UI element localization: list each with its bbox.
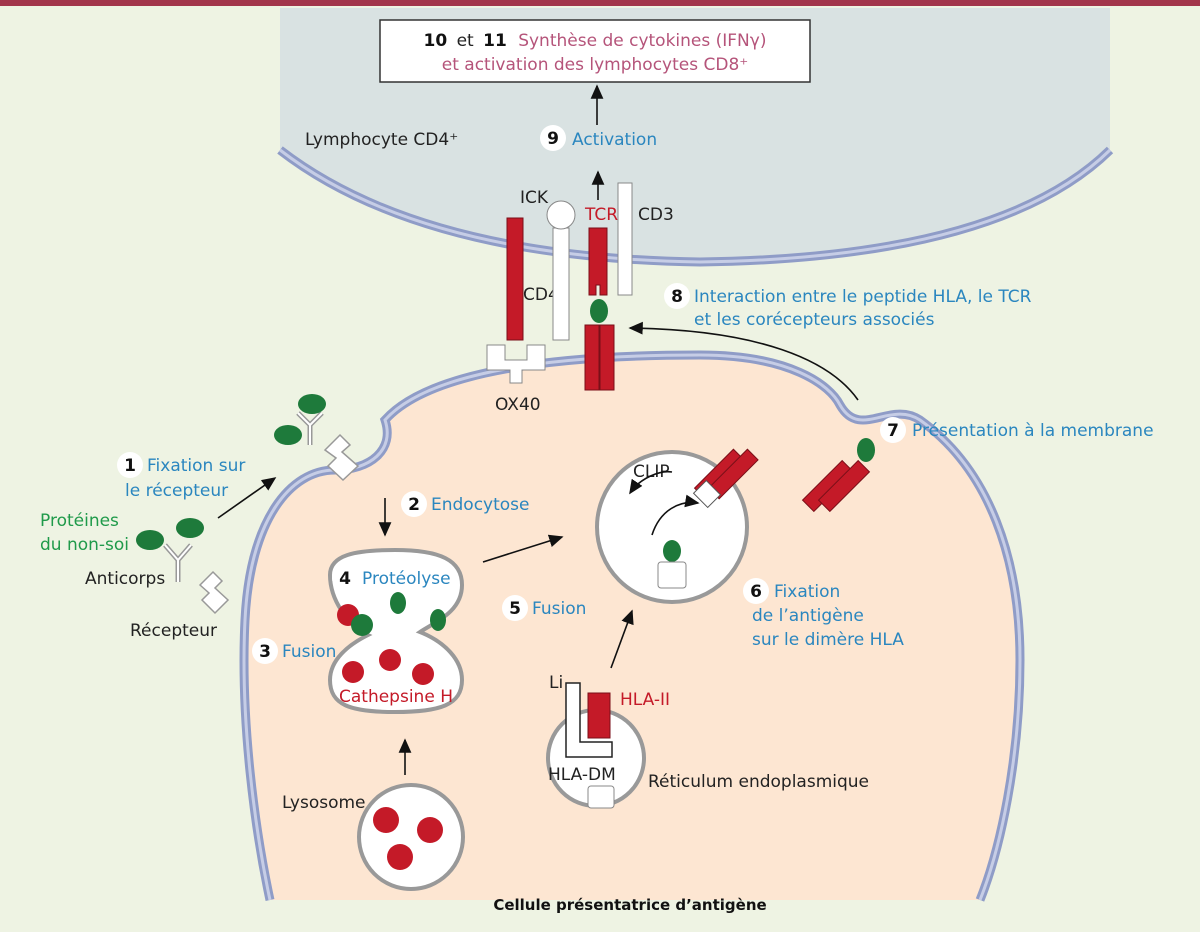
proteins-label-2: du non-soi — [40, 535, 129, 555]
ick-label: ICK — [520, 188, 549, 208]
cd4-label: CD4 — [523, 285, 559, 305]
step-4-number: 4 — [339, 569, 351, 589]
step-3-number: 3 — [259, 642, 271, 662]
cd3-molecule — [617, 182, 633, 296]
fix-antigen-label-2: de l’antigène — [752, 606, 864, 626]
step-6-number: 6 — [750, 582, 762, 602]
proteins-label-1: Protéines — [40, 511, 119, 531]
clip-label: CLIP — [633, 462, 670, 482]
proteolysis-label: Protéolyse — [362, 569, 451, 589]
step-7-number: 7 — [887, 421, 899, 441]
step-8-number: 8 — [671, 287, 683, 307]
ox40-label: OX40 — [495, 395, 541, 415]
fusion-3-label: Fusion — [282, 642, 336, 662]
cd4-cell-label: Lymphocyte CD4⁺ — [305, 130, 458, 150]
vesicle-hla-slot — [657, 561, 687, 589]
step-2-number: 2 — [408, 495, 420, 515]
ox40-molecule — [486, 344, 546, 384]
reticulum-label: Réticulum endoplasmique — [648, 772, 869, 792]
box-and: et — [457, 31, 474, 51]
interaction-label-1: Interaction entre le peptide HLA, le TCR — [694, 287, 1032, 307]
receptor-label: Récepteur — [130, 621, 217, 641]
presentation-arrow — [628, 321, 859, 401]
antibody-label: Anticorps — [85, 569, 165, 589]
li-molecule — [565, 682, 613, 758]
hla-dimer-left — [584, 324, 600, 391]
step-4-badge — [332, 565, 358, 591]
step-9-number: 9 — [547, 129, 559, 149]
tcr-molecule — [588, 227, 608, 296]
step-10-number: 10 — [424, 31, 448, 51]
ick-head — [546, 200, 576, 230]
hla2-molecule — [587, 692, 611, 739]
vesicle-antigen — [663, 540, 681, 562]
step-8-badge — [664, 283, 690, 309]
cathepsin-label: Cathepsine H — [339, 687, 453, 707]
step-6-badge — [743, 578, 769, 604]
fix-antigen-label-1: Fixation — [774, 582, 840, 602]
cd3-label: CD3 — [638, 205, 674, 225]
interaction-label-2: et les corécepteurs associés — [694, 310, 935, 330]
apc-label: Cellule présentatrice d’antigène — [493, 896, 766, 914]
free-antibody — [136, 518, 204, 582]
step-11-number: 11 — [483, 31, 507, 51]
hladm-molecule — [587, 785, 615, 809]
free-receptor — [198, 570, 230, 615]
peptide-green — [590, 299, 608, 323]
antigen-load-arrow — [651, 494, 700, 536]
hla-dimer-right — [599, 324, 615, 391]
fixation-label-2: le récepteur — [125, 481, 228, 501]
step-5-badge — [502, 595, 528, 621]
bound-antibody-receptor — [274, 394, 360, 482]
er-arrow — [610, 609, 634, 669]
clip-release-arrow — [629, 470, 673, 495]
hladm-label: HLA-DM — [548, 765, 616, 785]
step-2-badge — [401, 491, 427, 517]
presentation-label: Présentation à la membrane — [912, 421, 1154, 441]
fusion-5-arrow — [482, 534, 564, 563]
step-1-badge — [117, 452, 143, 478]
lysosome-label: Lysosome — [282, 793, 366, 813]
step-3-badge — [252, 638, 278, 664]
ick-molecule — [552, 227, 570, 341]
li-label: Li — [549, 673, 563, 693]
cytokine-box — [379, 19, 811, 83]
endocytosis-label: Endocytose — [431, 495, 530, 515]
cd4-molecule — [506, 217, 524, 341]
lysosome-enzymes — [373, 807, 443, 870]
fusion-5-label: Fusion — [532, 599, 586, 619]
step-7-badge — [880, 417, 906, 443]
clip-hla-complex — [692, 448, 759, 509]
step-9-badge — [540, 125, 566, 151]
hla2-label: HLA-II — [620, 690, 670, 710]
fix-antigen-label-3: sur le dimère HLA — [752, 630, 904, 650]
activation-label: Activation — [572, 130, 657, 150]
binding-arrow — [217, 477, 277, 519]
membrane-hla-complex — [801, 438, 875, 513]
box-line1: Synthèse de cytokines (IFNγ) — [518, 31, 766, 51]
lysosome — [357, 783, 465, 891]
cathepsin-enzymes — [337, 592, 446, 685]
svg-text:10 et 11 Synthèse: 10 et 11 Synthèse de cytokines (IFNγ) — [424, 31, 767, 51]
step-5-number: 5 — [509, 599, 521, 619]
tcr-label: TCR — [584, 205, 618, 225]
fixation-label-1: Fixation sur — [147, 456, 245, 476]
step-1-number: 1 — [124, 456, 136, 476]
top-bar — [0, 0, 1200, 6]
box-line2: et activation des lymphocytes CD8⁺ — [442, 55, 749, 75]
